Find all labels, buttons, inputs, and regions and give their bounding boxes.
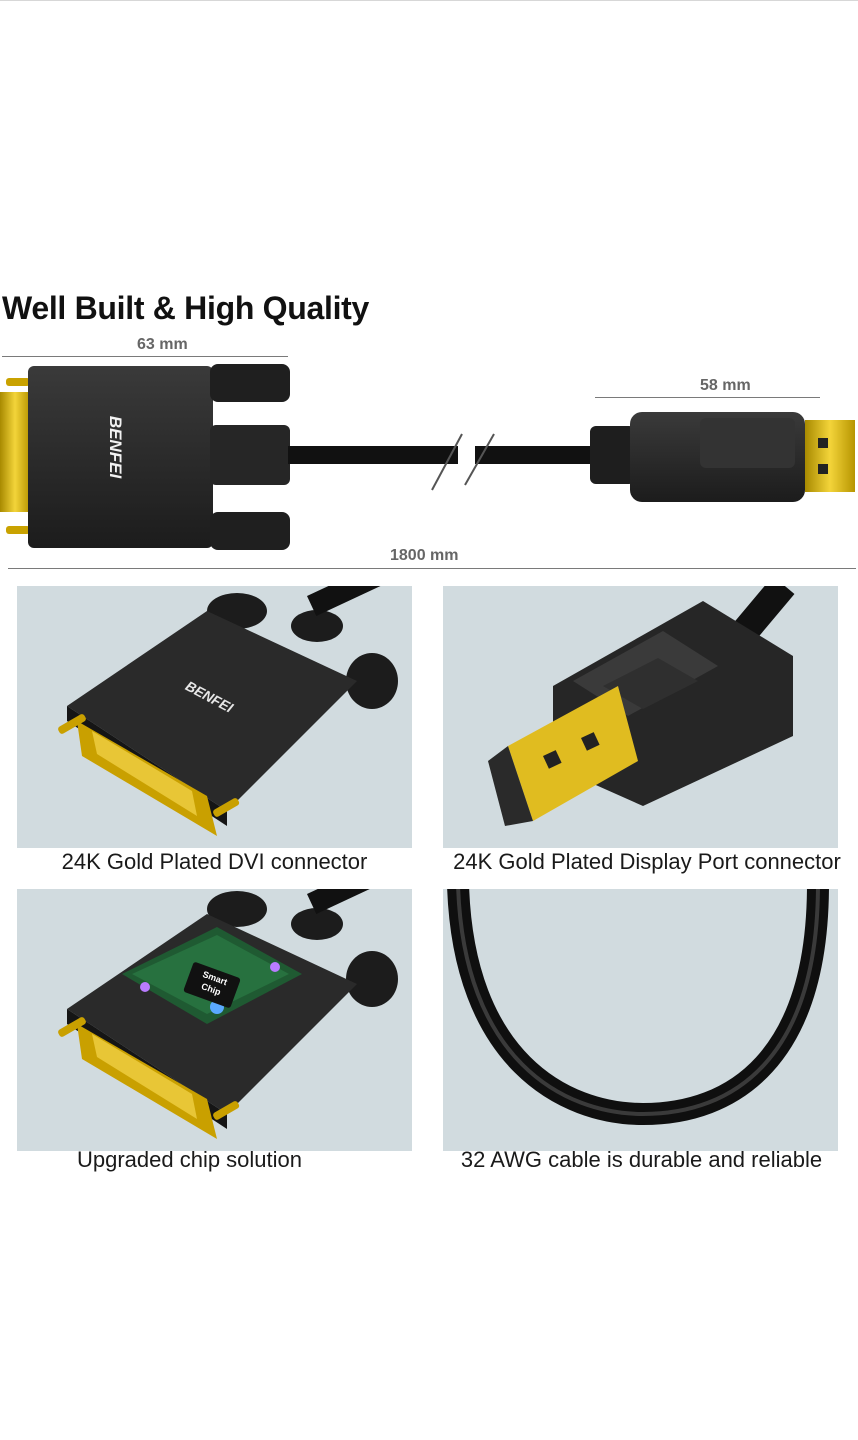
brand-logo: BENFEI (106, 416, 125, 480)
smart-chip-icon: Smart Chip (58, 889, 398, 1139)
dvi-length-label: 63 mm (137, 336, 188, 353)
top-divider (0, 0, 858, 1)
dvi-strain-relief (210, 425, 290, 485)
dvi-connector-body (28, 366, 213, 548)
displayport-connector-panel (443, 586, 838, 848)
cable-overview-illustration: BENFEI (0, 364, 855, 550)
feature-caption-dp: 24K Gold Plated Display Port connector (453, 849, 841, 874)
feature-caption-dvi: 24K Gold Plated DVI connector (61, 849, 368, 874)
dp-length-label: 58 mm (700, 377, 751, 394)
dp-latch (700, 418, 795, 468)
feature-caption-cable: 32 AWG cable is durable and reliable (460, 1147, 823, 1172)
page-title: Well Built & High Quality (2, 290, 370, 326)
thumbscrew-top (210, 364, 290, 402)
cable-right (475, 446, 600, 464)
dp-strain-relief (590, 426, 635, 484)
cable-loop-panel (443, 889, 838, 1151)
thumbscrew-bottom (210, 512, 290, 550)
dvi-connector-icon: BENFEI (58, 586, 398, 836)
displayport-connector-icon (488, 586, 795, 826)
cable-loop-icon (447, 889, 829, 1126)
dvi-connector-panel: BENFEI (17, 586, 412, 848)
cable-length-line (8, 568, 856, 569)
cable-length-label: 1800 mm (390, 547, 459, 564)
dvi-gold-pins (0, 378, 30, 534)
smart-chip-panel: Smart Chip (17, 889, 412, 1151)
dvi-length-line (2, 356, 288, 357)
cable-left (288, 446, 458, 464)
dp-length-line (595, 397, 820, 398)
dp-gold-plug (805, 420, 855, 492)
feature-caption-chip: Upgraded chip solution (76, 1147, 303, 1172)
